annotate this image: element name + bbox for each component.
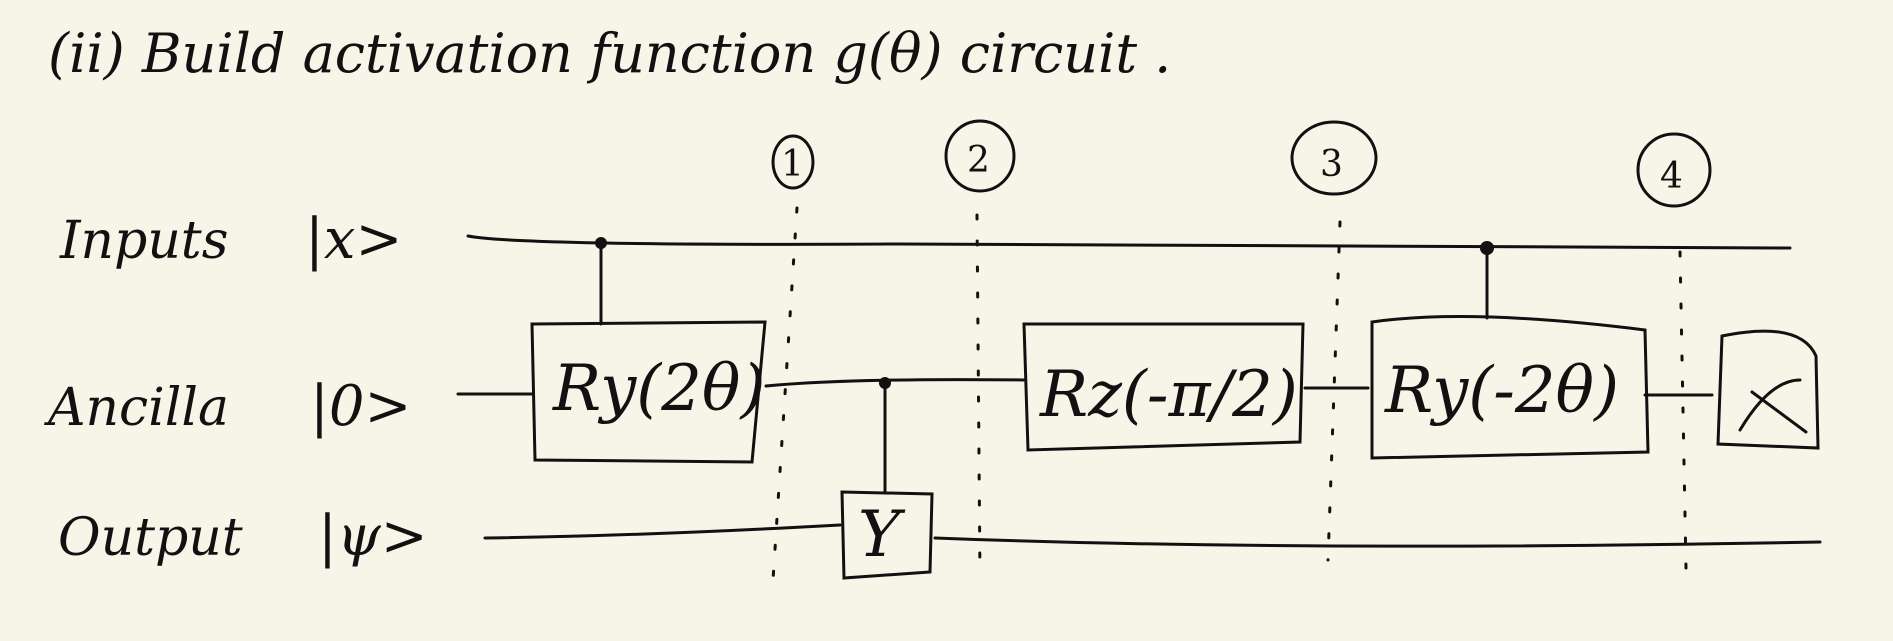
wire-label-ancilla: Ancilla <box>44 378 229 438</box>
step-marker-1 <box>771 134 815 190</box>
step-line-1 <box>771 206 799 582</box>
step-number-1: 1 <box>781 144 804 185</box>
step-marker-2 <box>944 119 1016 193</box>
wire-label-output: Output <box>58 508 243 568</box>
gate-ry-neg2theta-label: Ry(-2θ) <box>1384 354 1619 428</box>
gate-ry-2theta-label: Ry(2θ) <box>552 352 765 426</box>
step-line-4 <box>1678 250 1688 570</box>
step-marker-3 <box>1290 120 1378 196</box>
step-number-4: 4 <box>1660 156 1683 197</box>
gate-ry-2theta <box>530 320 767 464</box>
step-number-3: 3 <box>1320 144 1343 185</box>
step-line-2 <box>975 213 982 580</box>
measurement-box <box>1716 329 1820 450</box>
ket-ancilla: |0> <box>310 374 411 439</box>
measurement-needle-icon <box>1750 390 1808 434</box>
ket-inputs: |x> <box>305 207 402 272</box>
ket-output: |ψ> <box>318 504 428 569</box>
wire-output-segment <box>933 536 1822 548</box>
step-line-3 <box>1326 220 1342 562</box>
gate-rz-label: Rz(-π/2) <box>1039 358 1298 432</box>
wire-ancilla-segment <box>764 378 1026 388</box>
step-marker-4 <box>1636 132 1712 208</box>
wire-inputs <box>466 234 1792 250</box>
wire-label-inputs: Inputs <box>59 211 228 271</box>
gate-y-label: Y <box>858 498 906 572</box>
gate-y <box>840 490 934 580</box>
wire-output-segment <box>483 523 842 540</box>
gate-ry-neg2theta <box>1370 315 1650 460</box>
step-number-2: 2 <box>967 140 990 181</box>
gate-rz <box>1022 322 1305 452</box>
measurement-meter-icon <box>1738 378 1802 432</box>
diagram-title: (ii) Build activation function g(θ) circ… <box>48 22 1171 85</box>
